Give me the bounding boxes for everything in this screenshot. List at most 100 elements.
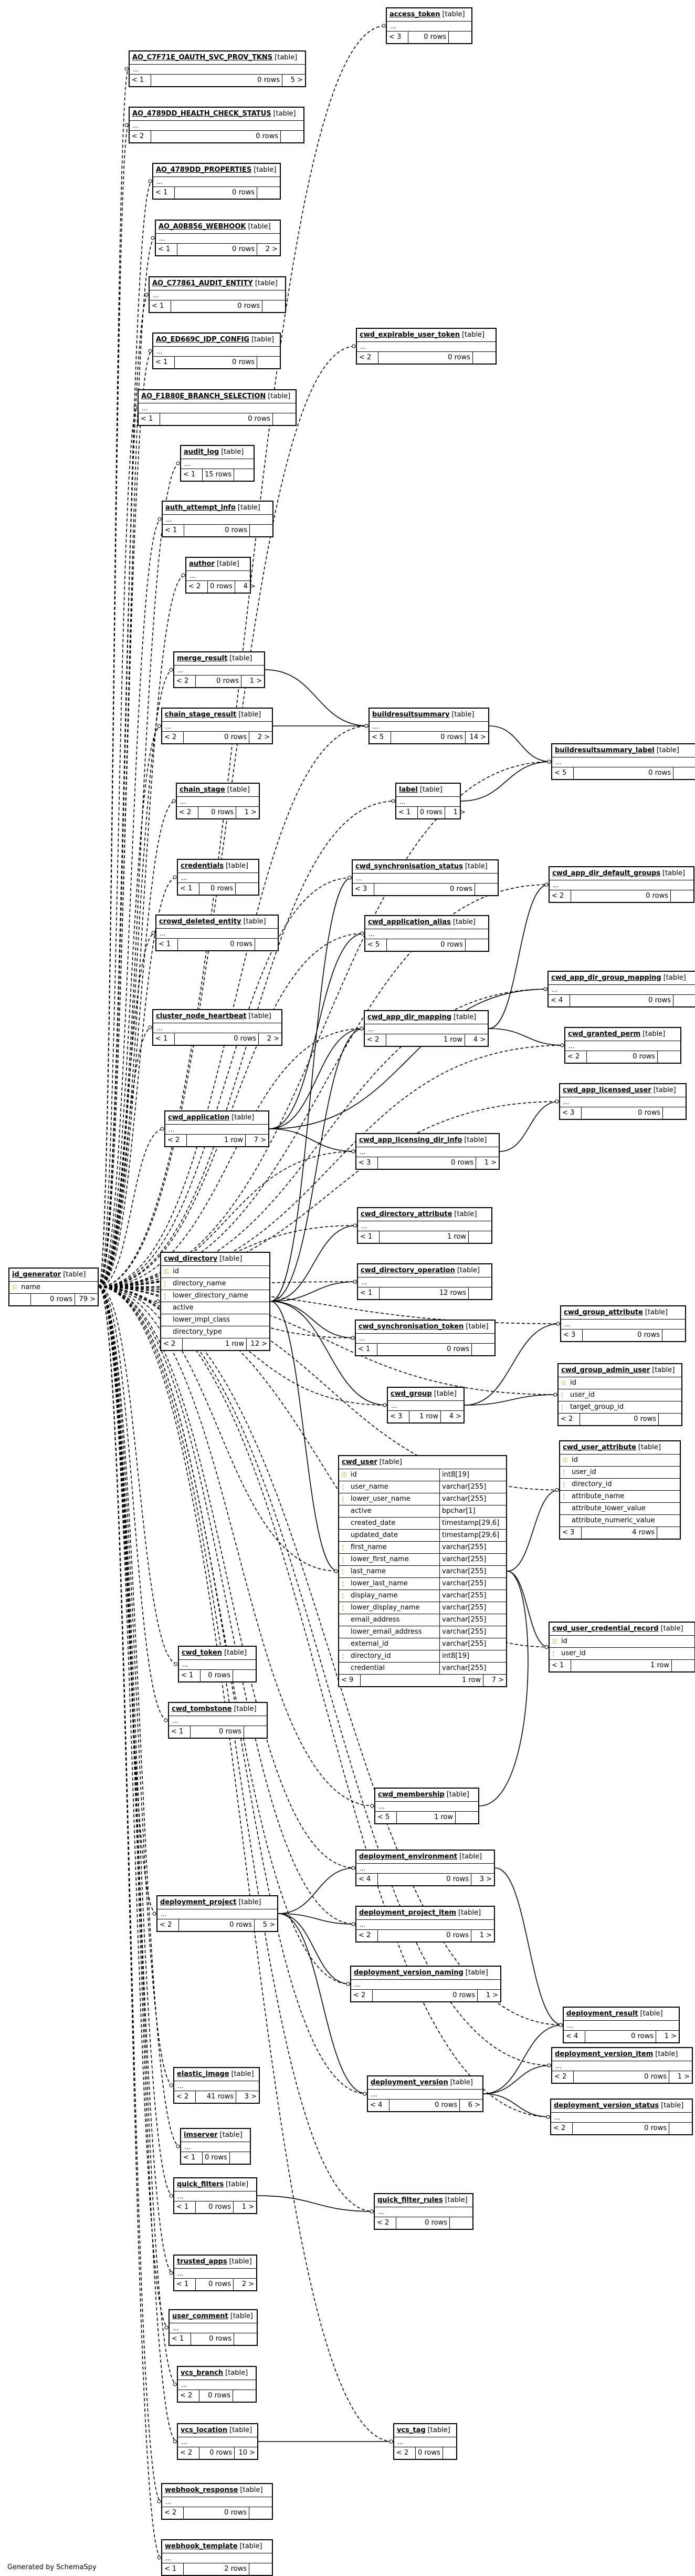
parent-count[interactable]: < 4 xyxy=(551,996,563,1004)
table-name-link[interactable]: quick_filter_rules xyxy=(377,2196,443,2204)
parent-count[interactable]: < 2 xyxy=(561,1415,573,1423)
child-count[interactable]: 1 > xyxy=(656,2031,679,2042)
table-name-link[interactable]: cwd_token xyxy=(182,1649,223,1657)
table-name-link[interactable]: AO_ED669C_IDP_CONFIG xyxy=(156,336,249,344)
table-name-link[interactable]: deployment_result xyxy=(566,2010,638,2018)
table-name-link[interactable]: AO_C7F71E_OAUTH_SVC_PROV_TKNS xyxy=(132,54,273,61)
parent-count[interactable]: < 4 xyxy=(566,2032,578,2040)
table-name-link[interactable]: author xyxy=(189,560,215,568)
parent-count[interactable]: < 3 xyxy=(390,1412,403,1420)
child-count[interactable] xyxy=(455,1812,478,1823)
parent-count[interactable]: < 1 xyxy=(183,471,196,479)
child-count[interactable]: 10 > xyxy=(234,2447,257,2459)
child-count[interactable]: 2 > xyxy=(233,2279,256,2290)
parent-count[interactable]: < 3 xyxy=(563,1331,576,1339)
table-name-link[interactable]: vcs_tag xyxy=(397,2426,426,2434)
table-name-link[interactable]: AO_A0B856_WEBHOOK xyxy=(159,223,246,231)
table-name-link[interactable]: webhook_response xyxy=(165,2486,238,2494)
parent-count[interactable]: < 1 xyxy=(155,358,168,366)
child-count[interactable]: 3 > xyxy=(236,2091,259,2103)
child-count[interactable]: 2 > xyxy=(249,732,272,743)
child-count[interactable] xyxy=(670,890,693,902)
table-name-link[interactable]: merge_result xyxy=(177,655,228,662)
table-name-link[interactable]: AO_4789DD_HEALTH_CHECK_STATUS xyxy=(132,110,271,118)
child-count[interactable]: 1 > xyxy=(241,676,264,687)
parent-count[interactable]: < 2 xyxy=(359,1931,371,1939)
table-name-link[interactable]: cwd_membership xyxy=(378,1791,445,1799)
table-cwd-group-admin-user[interactable]: cwd_group_admin_user[table]id⚿user_id¦ta… xyxy=(557,1363,682,1426)
table-name-link[interactable]: vcs_branch xyxy=(181,2369,224,2377)
table-name-link[interactable]: deployment_project_item xyxy=(359,1909,456,1917)
parent-count[interactable]: < 1 xyxy=(152,302,164,310)
child-count[interactable] xyxy=(244,1726,267,1738)
parent-count[interactable]: < 1 xyxy=(176,2203,189,2211)
table-name-link[interactable]: crowd_deleted_entity xyxy=(159,918,241,926)
parent-count[interactable]: < 3 xyxy=(562,1109,575,1117)
child-count[interactable]: 2 > xyxy=(258,1033,281,1045)
child-count[interactable] xyxy=(658,1414,681,1425)
table-name-link[interactable]: deployment_environment xyxy=(359,1853,458,1861)
table-name-link[interactable]: deployment_project xyxy=(160,1898,237,1906)
table-name-link[interactable]: cwd_directory_attribute xyxy=(361,1210,452,1218)
child-count[interactable] xyxy=(280,131,303,142)
parent-count[interactable]: < 1 xyxy=(159,940,171,948)
parent-count[interactable]: < 2 xyxy=(396,2449,409,2457)
child-count[interactable] xyxy=(671,1660,694,1671)
table-cwd-user[interactable]: cwd_user[table]id⚿int8[19]user_name¦varc… xyxy=(338,1455,507,1687)
table-name-link[interactable]: AO_4789DD_PROPERTIES xyxy=(156,166,252,174)
table-name-link[interactable]: cwd_user xyxy=(342,1458,377,1466)
parent-count[interactable]: < 2 xyxy=(180,2449,193,2457)
child-count[interactable]: 2 > xyxy=(257,244,280,255)
table-name-link[interactable]: access_token xyxy=(389,11,440,18)
child-count[interactable] xyxy=(657,1051,680,1063)
child-count[interactable] xyxy=(471,1344,494,1355)
child-count[interactable] xyxy=(249,2563,272,2575)
parent-count[interactable]: < 1 xyxy=(155,1035,168,1043)
child-count[interactable] xyxy=(229,2152,252,2164)
table-name-link[interactable]: label xyxy=(399,786,418,794)
table-name-link[interactable]: quick_filters xyxy=(177,2180,224,2188)
table-name-link[interactable]: cwd_app_dir_mapping xyxy=(367,1013,452,1021)
child-count[interactable] xyxy=(472,352,496,363)
child-count[interactable]: 6 > xyxy=(459,2100,482,2111)
child-count[interactable]: 1 > xyxy=(236,807,259,818)
table-ao-c7f71e-oauth-svc-prov-tkns[interactable]: AO_C7F71E_OAUTH_SVC_PROV_TKNS[table]...<… xyxy=(129,50,306,87)
child-count[interactable]: 7 > xyxy=(483,1675,506,1686)
table-name-link[interactable]: cwd_application xyxy=(168,1114,230,1121)
child-count[interactable] xyxy=(262,300,285,312)
child-count[interactable]: 1 > xyxy=(476,1157,499,1169)
child-count[interactable]: 4 > xyxy=(234,581,258,593)
parent-count[interactable]: < 1 xyxy=(552,1661,564,1669)
child-count[interactable]: 5 > xyxy=(282,75,305,86)
child-count[interactable] xyxy=(465,939,488,951)
parent-count[interactable] xyxy=(9,1294,30,1305)
parent-count[interactable]: < 2 xyxy=(367,1036,380,1044)
table-name-link[interactable]: user_comment xyxy=(172,2312,228,2320)
parent-count[interactable]: < 4 xyxy=(359,1875,371,1883)
child-count[interactable] xyxy=(468,1231,491,1243)
